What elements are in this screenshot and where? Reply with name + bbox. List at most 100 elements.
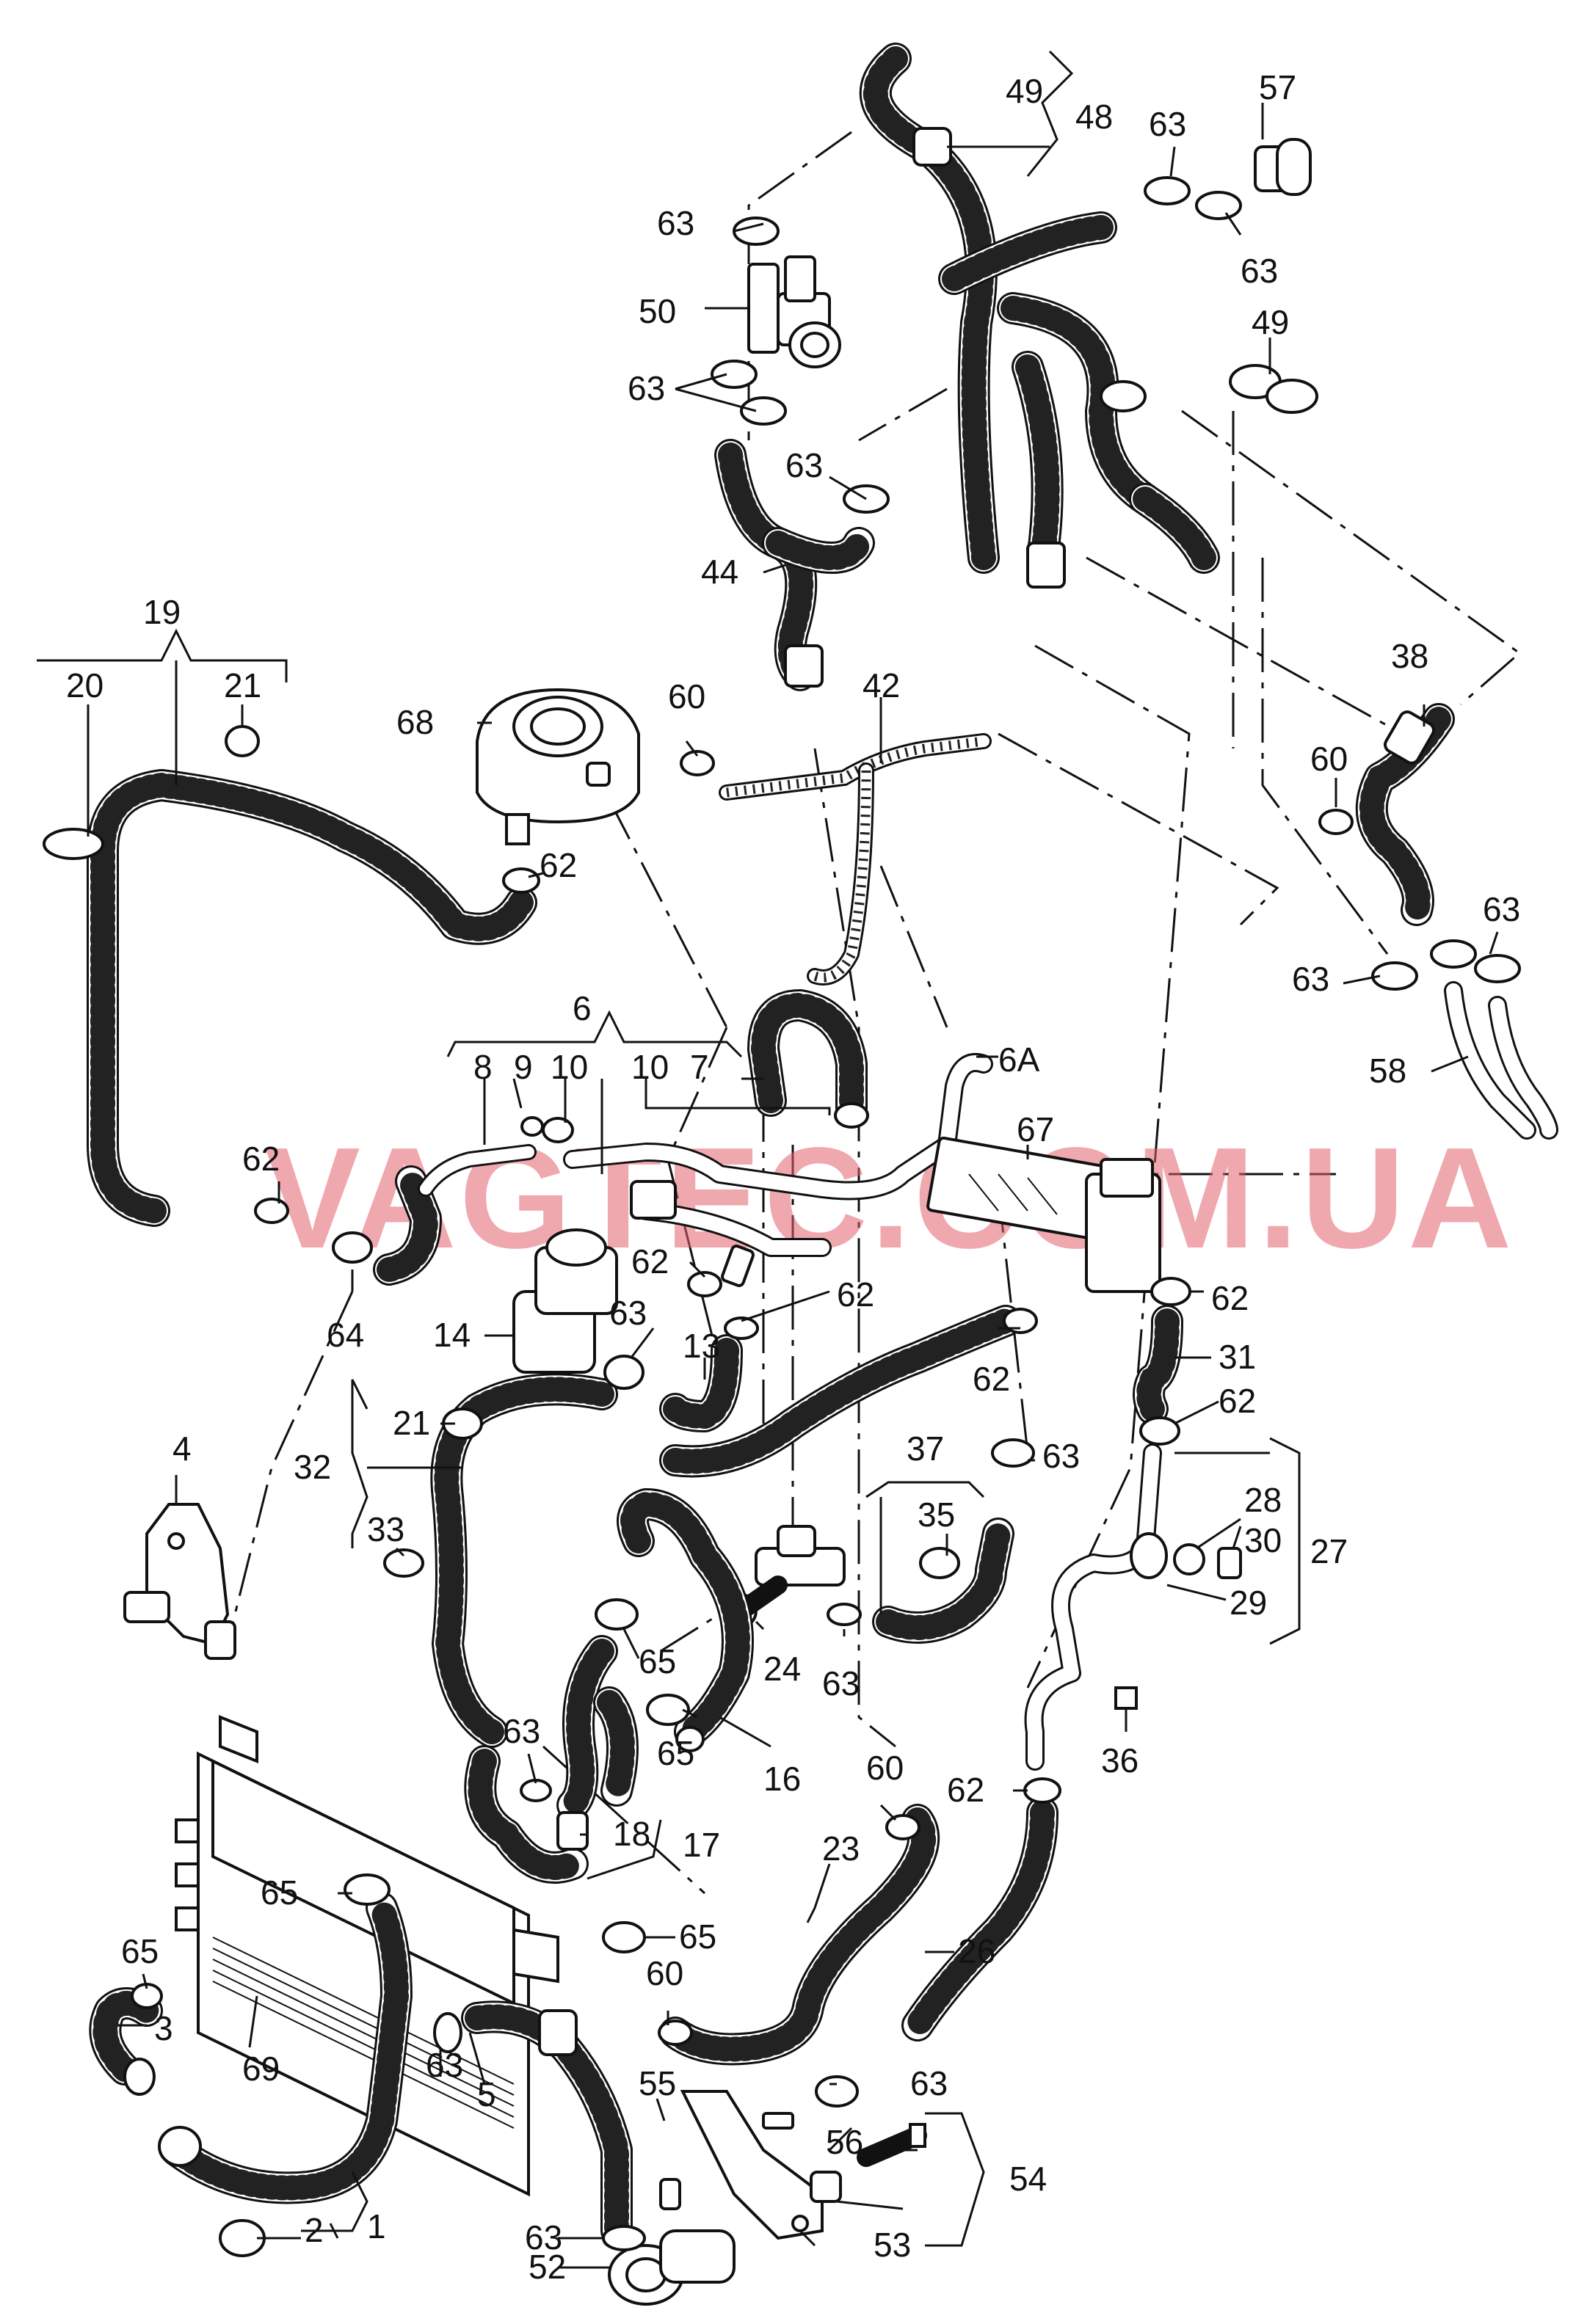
- clamp-62-a: [502, 867, 540, 894]
- clamp-63-e: [1144, 176, 1191, 205]
- callout-63k: 63: [503, 1712, 540, 1750]
- clamp-10-b: [834, 1102, 869, 1129]
- callout-63m: 63: [910, 2064, 948, 2102]
- clamp-62-d: [724, 1316, 759, 1340]
- callout-16: 16: [763, 1760, 801, 1798]
- clamp-63-n: [433, 2012, 462, 2053]
- clamp-65-e: [602, 1921, 646, 1953]
- callout-30: 30: [1244, 1521, 1282, 1559]
- clamp-62-g: [1139, 1416, 1180, 1446]
- clamp-63-a: [733, 216, 780, 246]
- clamp-63-o: [815, 2075, 859, 2108]
- callout-62d: 62: [837, 1275, 874, 1314]
- callout-63e: 63: [1241, 252, 1278, 290]
- callout-63d: 63: [1149, 105, 1186, 143]
- clamp-21-a: [225, 725, 260, 757]
- part-callouts: 1 2 3 4 5 6 6A 7 8 9 10 10 13 14 16 17 1…: [66, 68, 1520, 2286]
- callout-63b: 63: [628, 369, 665, 407]
- callout-63c: 63: [785, 446, 823, 484]
- callout-32: 32: [294, 1448, 331, 1486]
- clamp-60-a: [680, 750, 715, 776]
- callout-10a: 10: [551, 1048, 588, 1086]
- callout-26: 26: [958, 1932, 995, 1970]
- callout-36: 36: [1101, 1741, 1139, 1780]
- callout-50: 50: [639, 292, 676, 330]
- clamp-64: [332, 1231, 373, 1264]
- callout-63a: 63: [657, 204, 694, 242]
- callout-4: 4: [173, 1429, 192, 1468]
- callout-27: 27: [1310, 1532, 1348, 1570]
- assembly-lines: [226, 131, 1522, 1895]
- callout-69: 69: [242, 2050, 280, 2088]
- callout-63i: 63: [1042, 1437, 1080, 1475]
- bracket-4: [123, 1503, 236, 1660]
- callout-62e: 62: [973, 1360, 1010, 1398]
- callout-60b: 60: [1310, 740, 1348, 778]
- clamp-62-h: [1023, 1777, 1061, 1804]
- callout-14: 14: [433, 1316, 471, 1354]
- clamp-63-m: [520, 1779, 552, 1802]
- callout-57: 57: [1259, 68, 1296, 106]
- callout-28: 28: [1244, 1481, 1282, 1519]
- callout-3: 3: [154, 2009, 173, 2047]
- callout-55: 55: [639, 2064, 676, 2102]
- callout-13: 13: [683, 1327, 720, 1365]
- clamp-33: [383, 1548, 424, 1578]
- callout-37: 37: [907, 1429, 944, 1468]
- callout-65e: 65: [679, 1917, 716, 1956]
- callout-20: 20: [66, 666, 104, 704]
- clamp-62-b: [254, 1198, 289, 1224]
- callout-49b: 49: [1252, 303, 1289, 341]
- callout-17: 17: [683, 1826, 720, 1864]
- clamp-65-a: [595, 1598, 639, 1631]
- callout-60c: 60: [866, 1749, 904, 1787]
- callout-7: 7: [690, 1048, 709, 1086]
- radiator-69: [175, 1715, 559, 2197]
- reservoir-group: [87, 688, 992, 1227]
- callout-60d: 60: [646, 1954, 683, 1992]
- callout-38: 38: [1391, 637, 1428, 675]
- callout-9: 9: [514, 1048, 533, 1086]
- callout-62f: 62: [1211, 1279, 1249, 1317]
- callout-64: 64: [327, 1316, 364, 1354]
- clamp-62-c: [687, 1271, 722, 1297]
- watermark-text: VAGTEC.COM.UA: [264, 1118, 1514, 1278]
- clamp-60-c: [885, 1814, 920, 1840]
- callout-23: 23: [822, 1829, 860, 1868]
- clamp-35: [919, 1547, 960, 1579]
- callout-63j: 63: [822, 1664, 860, 1702]
- callout-48: 48: [1075, 98, 1113, 136]
- callout-5: 5: [477, 2075, 496, 2113]
- callout-21a: 21: [224, 666, 261, 704]
- center-hose-group: [430, 1373, 754, 1884]
- callout-56: 56: [826, 2123, 863, 2161]
- clamp-63-b: [711, 360, 758, 389]
- callout-62h: 62: [947, 1771, 984, 1809]
- callout-54: 54: [1009, 2160, 1047, 2198]
- upper-hose-bundle: [714, 43, 1558, 1140]
- callout-49a: 49: [1006, 72, 1043, 110]
- callout-63g: 63: [1483, 890, 1520, 928]
- clamp-63-k: [991, 1438, 1035, 1468]
- clamp-63-i: [1474, 954, 1521, 983]
- callout-1: 1: [367, 2207, 386, 2245]
- clamp-63-g: [1371, 961, 1418, 991]
- callout-65a: 65: [639, 1642, 676, 1680]
- callout-60a: 60: [668, 677, 705, 715]
- callout-33: 33: [367, 1510, 404, 1548]
- callout-62b: 62: [242, 1140, 280, 1178]
- clamp-62-e: [1003, 1308, 1038, 1334]
- callout-29: 29: [1230, 1584, 1267, 1622]
- clamp-62-f: [1150, 1277, 1191, 1306]
- callout-58: 58: [1369, 1052, 1406, 1090]
- callout-62a: 62: [540, 846, 577, 884]
- callout-53: 53: [874, 2226, 911, 2264]
- callout-62g: 62: [1219, 1382, 1256, 1420]
- callout-52: 52: [529, 2248, 566, 2286]
- callout-63l: 63: [426, 2046, 463, 2084]
- clamp-63-j: [603, 1355, 644, 1390]
- clamp-65-b: [646, 1694, 690, 1726]
- pump-group: [608, 2090, 927, 2306]
- clamp-60-d: [658, 2019, 693, 2046]
